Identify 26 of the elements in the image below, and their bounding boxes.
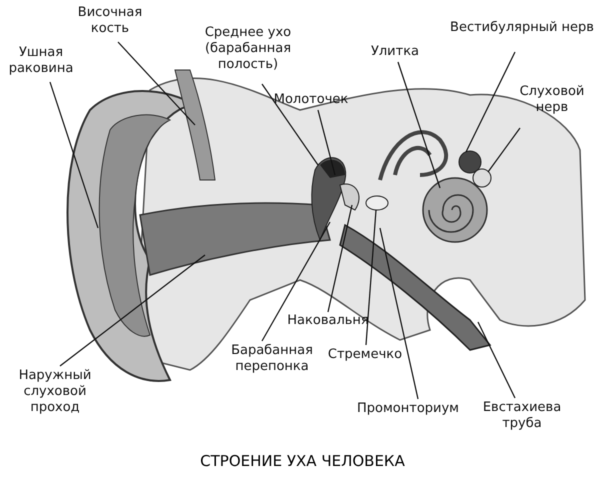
leader-line: [397, 62, 441, 188]
part-label: Молоточек: [270, 92, 352, 108]
leader-line: [379, 228, 419, 400]
part-label: Евстахиева труба: [482, 400, 562, 432]
part-label: Слуховой нерв: [512, 84, 592, 116]
leader-line: [477, 322, 516, 398]
leader-line: [365, 210, 377, 346]
part-label: Наружный слуховой проход: [5, 368, 105, 416]
leader-line: [465, 52, 516, 152]
part-label: Вестибулярный нерв: [448, 20, 596, 36]
leader-line: [118, 42, 196, 126]
part-label: Среднее ухо (барабанная полость): [192, 25, 304, 73]
leader-line: [327, 204, 353, 312]
part-label: Барабанная перепонка: [222, 343, 322, 375]
leader-line: [262, 84, 318, 166]
leader-line: [261, 222, 331, 342]
leader-line: [49, 82, 99, 228]
part-label: Ушная раковина: [8, 45, 74, 77]
leader-line: [317, 110, 336, 176]
leader-line: [60, 254, 206, 366]
part-label: Улитка: [365, 44, 425, 60]
leader-line: [488, 128, 520, 172]
part-label: Височная кость: [70, 5, 150, 37]
part-label: Стремечко: [326, 347, 404, 363]
caption: СТРОЕНИЕ УХА ЧЕЛОВЕКА: [199, 452, 406, 470]
part-label: Промонториум: [348, 401, 468, 417]
